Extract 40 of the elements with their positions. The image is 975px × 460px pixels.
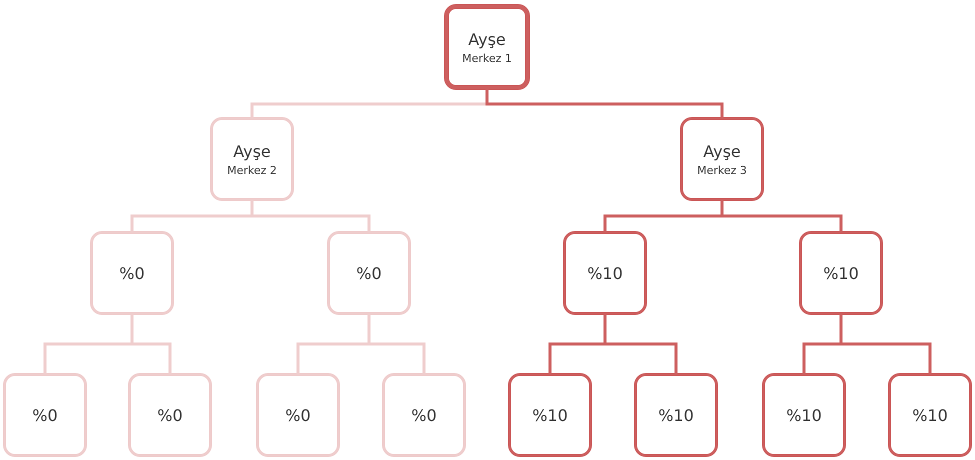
tree-node-box	[508, 373, 592, 457]
tree-node-box	[444, 4, 530, 90]
connector-line	[486, 90, 724, 117]
node-label: %10	[786, 406, 822, 424]
node-label: %10	[912, 406, 948, 424]
connector-line	[130, 315, 172, 373]
tree-node-box	[256, 373, 340, 457]
node-label: Ayşe	[233, 142, 271, 160]
connector-line	[604, 315, 678, 373]
node-label: %0	[285, 406, 311, 424]
tree-node-box	[888, 373, 972, 457]
node-label: %0	[32, 406, 58, 424]
tree-node-box	[762, 373, 846, 457]
connector-line	[840, 315, 932, 373]
node-sublabel: Merkez 1	[462, 52, 512, 64]
tree-node-box	[799, 231, 883, 315]
tree-node-box	[3, 373, 87, 457]
node-label: %0	[356, 264, 382, 282]
connector-line	[720, 201, 842, 231]
node-label: %10	[823, 264, 859, 282]
tree-node-box	[327, 231, 411, 315]
tree-node-box	[128, 373, 212, 457]
tree-node-box	[680, 117, 764, 201]
tree-node-box	[634, 373, 718, 457]
tree-node-box	[210, 117, 294, 201]
node-label: %10	[658, 406, 694, 424]
node-label: %0	[157, 406, 183, 424]
node-label: %0	[411, 406, 437, 424]
node-label: %0	[119, 264, 145, 282]
node-label: Ayşe	[703, 142, 741, 160]
tree-node-box	[90, 231, 174, 315]
node-label: Ayşe	[468, 30, 506, 48]
node-sublabel: Merkez 3	[697, 164, 747, 176]
connector-line	[250, 201, 370, 231]
node-label: %10	[587, 264, 623, 282]
connector-line	[368, 315, 426, 373]
tree-node-box	[382, 373, 466, 457]
tree-node-box	[563, 231, 647, 315]
node-sublabel: Merkez 2	[227, 164, 277, 176]
node-label: %10	[532, 406, 568, 424]
